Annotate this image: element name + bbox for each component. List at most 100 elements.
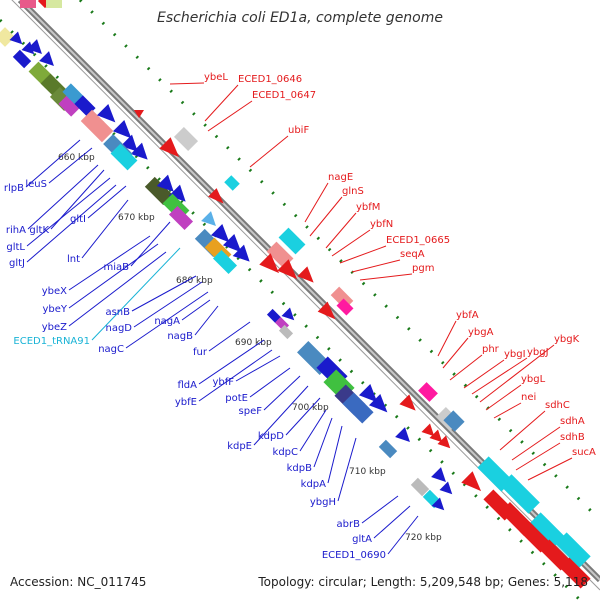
gene-label-leader — [26, 184, 117, 263]
gene-label-leader — [304, 182, 329, 223]
gene-label-leader — [325, 212, 357, 249]
gene-label-nage: nagE — [328, 172, 353, 183]
gene-label-flda: fldA — [178, 380, 198, 391]
gene-label-gltk: gltK — [29, 225, 49, 236]
gene-label-leader — [253, 385, 309, 446]
gene-label-ybel: ybeL — [204, 72, 228, 83]
tick-label: 690 kbp — [235, 338, 272, 348]
cds-feature — [20, 0, 36, 8]
gene-label-leus: leuS — [25, 179, 47, 190]
gene-label-leader — [81, 199, 129, 259]
gene-label-leader — [471, 357, 528, 395]
gene-label-pote: potE — [225, 393, 248, 404]
gene-label-kdpb: kdpB — [287, 463, 312, 474]
gene-label-leader — [442, 337, 469, 369]
gene-label-ybgk: ybgK — [554, 334, 580, 345]
gene-label-leader — [204, 84, 239, 122]
gene-label-seqa: seqA — [400, 249, 425, 260]
gene-label-rlpb: rlpB — [4, 183, 24, 194]
gene-label-ybex: ybeX — [42, 286, 67, 297]
gene-label-leader — [131, 275, 197, 312]
gene-label-leader — [91, 247, 181, 341]
tick-label: 670 kbp — [118, 213, 155, 223]
gene-label-leader — [331, 229, 371, 257]
tick-label: 680 kbp — [176, 276, 213, 286]
gene-label-leader — [249, 367, 291, 398]
gene-label-lnt: lnt — [67, 254, 80, 265]
gene-label-leader — [208, 321, 251, 352]
gene-label-leader — [337, 437, 357, 502]
gene-label-leader — [68, 251, 167, 327]
gene-label-ybgl: ybgL — [521, 374, 546, 385]
accession-text: Accession: NC_011745 — [10, 575, 147, 589]
gene-label-leader — [361, 495, 399, 524]
gene-label-eced1_0646: ECED1_0646 — [238, 74, 302, 85]
gene-label-suca: sucA — [572, 447, 596, 458]
gene-label-leader — [125, 291, 209, 349]
gene-label-glta: gltA — [352, 534, 372, 545]
gene-label-leader — [309, 196, 343, 237]
gene-label-ybez: ybeZ — [42, 322, 67, 333]
gene-label-leader — [485, 384, 522, 411]
gene-label-leader — [499, 410, 546, 451]
tick-label: 660 kbp — [58, 153, 95, 163]
gene-label-kdpd: kdpD — [258, 431, 284, 442]
gene-label-leader — [351, 259, 401, 273]
forward-strand-features — [134, 110, 591, 589]
gene-label-phr: phr — [482, 344, 500, 355]
gene-label-leader — [327, 425, 343, 484]
gene-label-abrb: abrB — [337, 519, 361, 530]
gene-label-leader — [169, 82, 205, 85]
gene-label-leader — [313, 417, 333, 468]
gene-label-leader — [68, 243, 159, 309]
gene-label-ybgj: ybgJ — [527, 347, 549, 358]
gene-label-ybfe: ybfE — [175, 397, 197, 408]
gene-label-sdhc: sdhC — [545, 400, 570, 411]
gene-label-ybff: ybfF — [212, 377, 234, 388]
reverse-strand-features — [0, 27, 453, 511]
gene-label-naga: nagA — [154, 316, 180, 327]
gene-label-leader — [48, 147, 93, 184]
gene-label-sdhb: sdhB — [560, 432, 585, 443]
gene-label-asnb: asnB — [105, 307, 130, 318]
gene-label-leader — [87, 185, 127, 219]
gene-label-ybga: ybgA — [468, 327, 494, 338]
gene-label-eced1_0690: ECED1_0690 — [322, 550, 386, 561]
backbone-inner-line — [11, 0, 600, 591]
gene-label-leader — [437, 320, 457, 357]
gene-label-leader — [249, 135, 289, 168]
gene-label-leader — [181, 299, 211, 321]
gene-label-pgm: pgm — [412, 263, 434, 274]
gene-label-leader — [373, 505, 411, 539]
tick-label: 710 kbp — [349, 467, 386, 477]
gene-label-leader — [285, 397, 321, 436]
gene-label-leader — [26, 177, 111, 247]
gene-label-ybgi: ybgI — [504, 349, 526, 360]
gene-label-leader — [198, 349, 273, 402]
gene-label-leader — [449, 354, 483, 381]
gene-label-leader — [194, 305, 219, 336]
gene-label-leader — [263, 375, 301, 411]
tick-label: 720 kbp — [405, 533, 442, 543]
gene-label-miab: miaB — [103, 262, 129, 273]
gene-label-nei: nei — [521, 392, 536, 403]
gene-label-ybfm: ybfM — [356, 202, 380, 213]
gene-label-eced1_trna91: ECED1_tRNA91 — [13, 336, 90, 347]
gene-label-leader — [527, 457, 573, 481]
gene-label-leader — [479, 344, 555, 403]
gene-label-leader — [387, 515, 419, 555]
gene-label-nagc: nagC — [98, 344, 124, 355]
gene-label-leader — [133, 281, 203, 328]
gene-label-leader — [27, 164, 99, 230]
gene-label-glti: gltI — [70, 214, 86, 225]
gene-label-leader — [463, 359, 505, 389]
gene-label-leader — [68, 235, 151, 291]
gene-label-leader — [493, 402, 522, 419]
cds-feature — [46, 0, 62, 8]
gene-label-leader — [359, 273, 413, 281]
gene-label-leader — [299, 409, 327, 452]
